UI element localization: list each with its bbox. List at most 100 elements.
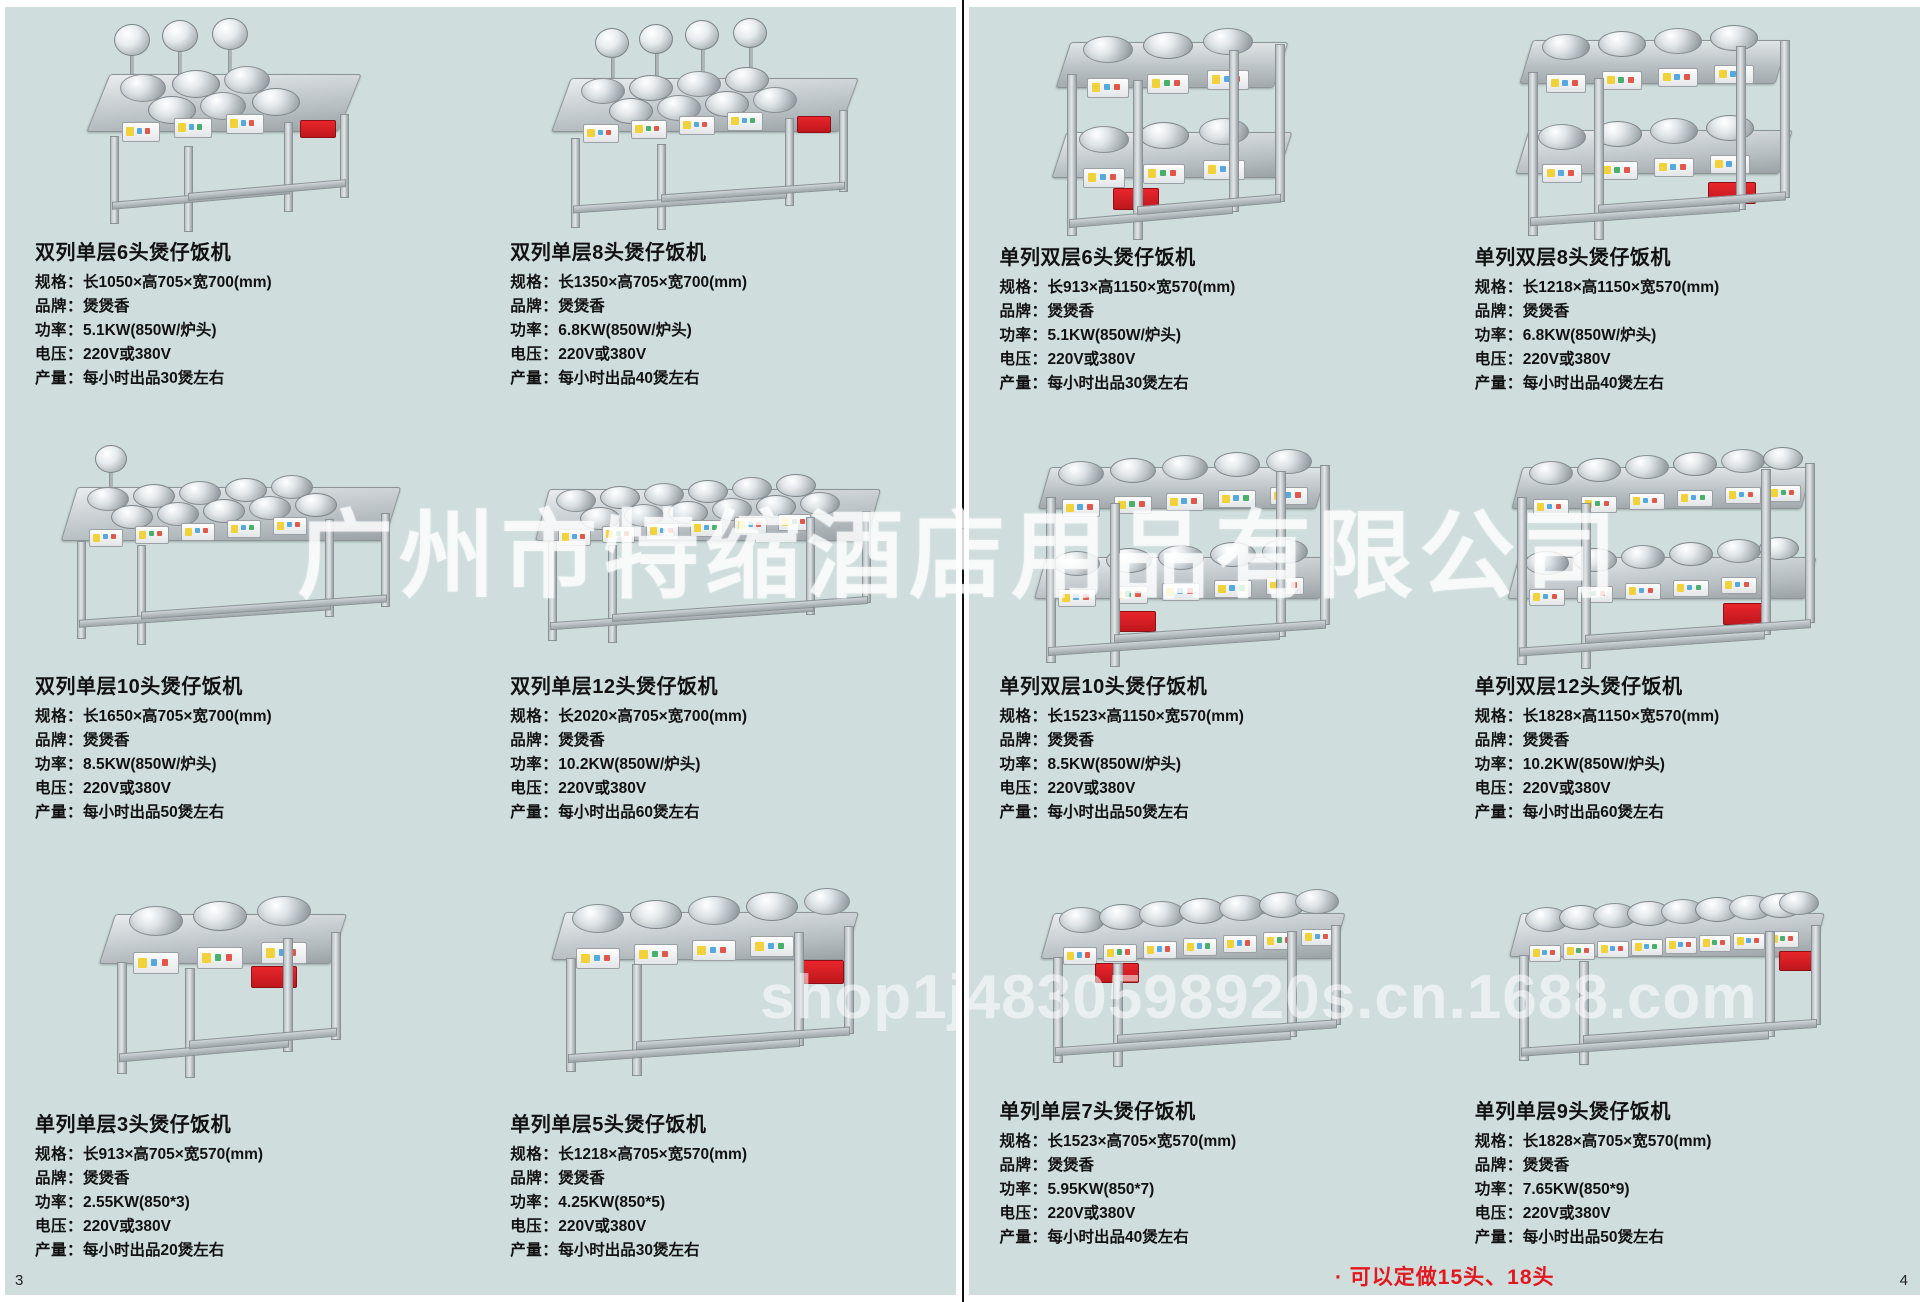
brand-value: 煲煲香 — [1047, 1156, 1094, 1174]
product-info: 单列单层3头煲仔饭机 规格：长913×高705×宽570(mm) 品牌：煲煲香 … — [13, 1108, 472, 1263]
product-brand: 品牌：煲煲香 — [510, 1167, 947, 1191]
product-photo — [977, 11, 1436, 241]
spec-value: 长1523×高1150×宽570(mm) — [1047, 708, 1244, 726]
product-title: 双列单层12头煲仔饭机 — [510, 676, 719, 699]
product-voltage: 电压：220V或380V — [1475, 1202, 1912, 1226]
output-label: 产量： — [35, 804, 84, 822]
product-power: 功率：5.1KW(850W/炉头) — [35, 319, 472, 343]
product-brand: 品牌：煲煲香 — [35, 295, 472, 319]
spec-label: 规格： — [1474, 708, 1523, 726]
product-photo — [1453, 11, 1912, 241]
voltage-label: 电压： — [510, 780, 559, 798]
product-output: 产量：每小时出品30煲左右 — [35, 367, 472, 391]
product-spec: 规格：长1050×高705×宽700(mm) — [35, 271, 472, 295]
page-number-right: 4 — [1899, 1272, 1908, 1289]
product-output: 产量：每小时出品50煲左右 — [999, 801, 1436, 825]
product-photo — [13, 440, 472, 670]
brand-label: 品牌： — [1474, 732, 1523, 750]
output-label: 产量： — [1474, 804, 1523, 822]
catalog-page-right: 单列双层6头煲仔饭机 规格：长913×高1150×宽570(mm) 品牌：煲煲香… — [969, 7, 1920, 1295]
product-power: 功率：7.65KW(850*9) — [1475, 1178, 1912, 1202]
voltage-label: 电压： — [1474, 351, 1523, 369]
output-value: 每小时出品50煲左右 — [1522, 1228, 1664, 1246]
voltage-value: 220V或380V — [83, 346, 171, 364]
product-output: 产量：每小时出品40煲左右 — [999, 1226, 1436, 1250]
product-photo — [977, 870, 1436, 1095]
spec-value: 长1650×高705×宽700(mm) — [83, 708, 272, 726]
product-voltage: 电压：220V或380V — [1475, 777, 1912, 801]
product-power: 功率：5.1KW(850W/炉头) — [999, 324, 1436, 348]
voltage-value: 220V或380V — [83, 1217, 171, 1235]
product-card[interactable]: 单列双层12头煲仔饭机 规格：长1828×高1150×宽570(mm) 品牌：煲… — [1445, 436, 1920, 865]
product-card[interactable]: 单列双层10头煲仔饭机 规格：长1523×高1150×宽570(mm) 品牌：煲… — [969, 436, 1444, 865]
spec-label: 规格： — [999, 1132, 1048, 1150]
spec-value: 长1828×高1150×宽570(mm) — [1522, 708, 1720, 726]
voltage-value: 220V或380V — [1047, 351, 1136, 369]
product-card[interactable]: 单列单层5头煲仔饭机 规格：长1218×高705×宽570(mm) 品牌：煲煲香… — [480, 866, 955, 1295]
product-photo — [13, 870, 472, 1108]
product-brand: 品牌：煲煲香 — [35, 729, 472, 753]
power-label: 功率： — [510, 322, 559, 340]
brand-label: 品牌： — [999, 303, 1048, 321]
product-voltage: 电压：220V或380V — [999, 777, 1436, 801]
output-label: 产量： — [510, 804, 559, 822]
product-photo — [488, 870, 947, 1108]
voltage-label: 电压： — [999, 780, 1048, 798]
product-output: 产量：每小时出品20煲左右 — [35, 1239, 472, 1263]
page-number-left: 3 — [15, 1272, 24, 1289]
product-card[interactable]: 双列单层12头煲仔饭机 规格：长2020×高705×宽700(mm) 品牌：煲煲… — [480, 436, 955, 865]
product-power: 功率：8.5KW(850W/炉头) — [999, 753, 1436, 777]
product-card[interactable]: 双列单层6头煲仔饭机 规格：长1050×高705×宽700(mm) 品牌：煲煲香… — [5, 7, 480, 436]
product-info: 双列单层10头煲仔饭机 规格：长1650×高705×宽700(mm) 品牌：煲煲… — [13, 670, 472, 825]
brand-label: 品牌： — [510, 732, 559, 750]
product-title: 双列单层10头煲仔饭机 — [35, 676, 243, 699]
spec-label: 规格： — [999, 279, 1048, 296]
output-label: 产量： — [35, 1241, 84, 1259]
product-card[interactable]: 双列单层10头煲仔饭机 规格：长1650×高705×宽700(mm) 品牌：煲煲… — [5, 436, 480, 865]
power-label: 功率： — [1474, 756, 1523, 774]
output-label: 产量： — [510, 1241, 559, 1259]
product-spec: 规格：长1650×高705×宽700(mm) — [35, 705, 472, 729]
product-info: 单列单层7头煲仔饭机 规格：长1523×高705×宽570(mm) 品牌：煲煲香… — [977, 1095, 1436, 1250]
product-info: 单列双层10头煲仔饭机 规格：长1523×高1150×宽570(mm) 品牌：煲… — [977, 670, 1436, 825]
power-value: 2.55KW(850*3) — [83, 1193, 190, 1211]
spec-value: 长1218×高705×宽570(mm) — [558, 1145, 747, 1163]
product-power: 功率：2.55KW(850*3) — [35, 1191, 472, 1215]
brand-value: 煲煲香 — [83, 1169, 130, 1187]
product-spec: 规格：长1523×高705×宽570(mm) — [999, 1130, 1436, 1154]
custom-order-note: · 可以定做15头、18头 — [1334, 1266, 1555, 1289]
product-card[interactable]: 双列单层8头煲仔饭机 规格：长1350×高705×宽700(mm) 品牌：煲煲香… — [480, 7, 955, 436]
product-voltage: 电压：220V或380V — [35, 1215, 472, 1239]
brand-value: 煲煲香 — [1522, 303, 1570, 321]
brand-label: 品牌： — [35, 298, 84, 316]
brand-value: 煲煲香 — [83, 298, 130, 316]
brand-value: 煲煲香 — [558, 1169, 605, 1187]
product-photo — [488, 11, 947, 236]
product-power: 功率：5.95KW(850*7) — [999, 1178, 1436, 1202]
output-value: 每小时出品60煲左右 — [558, 804, 700, 822]
product-info: 双列单层8头煲仔饭机 规格：长1350×高705×宽700(mm) 品牌：煲煲香… — [488, 236, 947, 391]
brand-value: 煲煲香 — [1522, 1156, 1570, 1174]
product-brand: 品牌：煲煲香 — [999, 300, 1436, 324]
product-spec: 规格：长1218×高705×宽570(mm) — [510, 1143, 947, 1167]
product-output: 产量：每小时出品30煲左右 — [999, 372, 1436, 396]
output-value: 每小时出品30煲左右 — [558, 1241, 700, 1259]
output-label: 产量： — [35, 370, 84, 388]
product-info: 单列单层9头煲仔饭机 规格：长1828×高705×宽570(mm) 品牌：煲煲香… — [1453, 1095, 1912, 1250]
machine-illustration — [548, 876, 888, 1108]
product-card[interactable]: 单列双层6头煲仔饭机 规格：长913×高1150×宽570(mm) 品牌：煲煲香… — [969, 7, 1444, 436]
product-card[interactable]: 单列双层8头煲仔饭机 规格：长1218×高1150×宽570(mm) 品牌：煲煲… — [1445, 7, 1920, 436]
product-card[interactable]: 单列单层7头煲仔饭机 规格：长1523×高705×宽570(mm) 品牌：煲煲香… — [969, 866, 1444, 1295]
product-brand: 品牌：煲煲香 — [1475, 729, 1912, 753]
product-card[interactable]: 单列单层9头煲仔饭机 规格：长1828×高705×宽570(mm) 品牌：煲煲香… — [1445, 866, 1920, 1295]
voltage-label: 电压： — [999, 351, 1048, 369]
power-label: 功率： — [35, 322, 84, 340]
brand-value: 煲煲香 — [1522, 732, 1570, 750]
brand-label: 品牌： — [35, 1169, 84, 1187]
product-title: 单列双层6头煲仔饭机 — [999, 247, 1196, 269]
output-label: 产量： — [999, 375, 1048, 393]
product-card[interactable]: 单列单层3头煲仔饭机 规格：长913×高705×宽570(mm) 品牌：煲煲香 … — [5, 866, 480, 1295]
product-title: 单列单层3头煲仔饭机 — [35, 1113, 232, 1136]
brand-label: 品牌： — [510, 1169, 559, 1187]
